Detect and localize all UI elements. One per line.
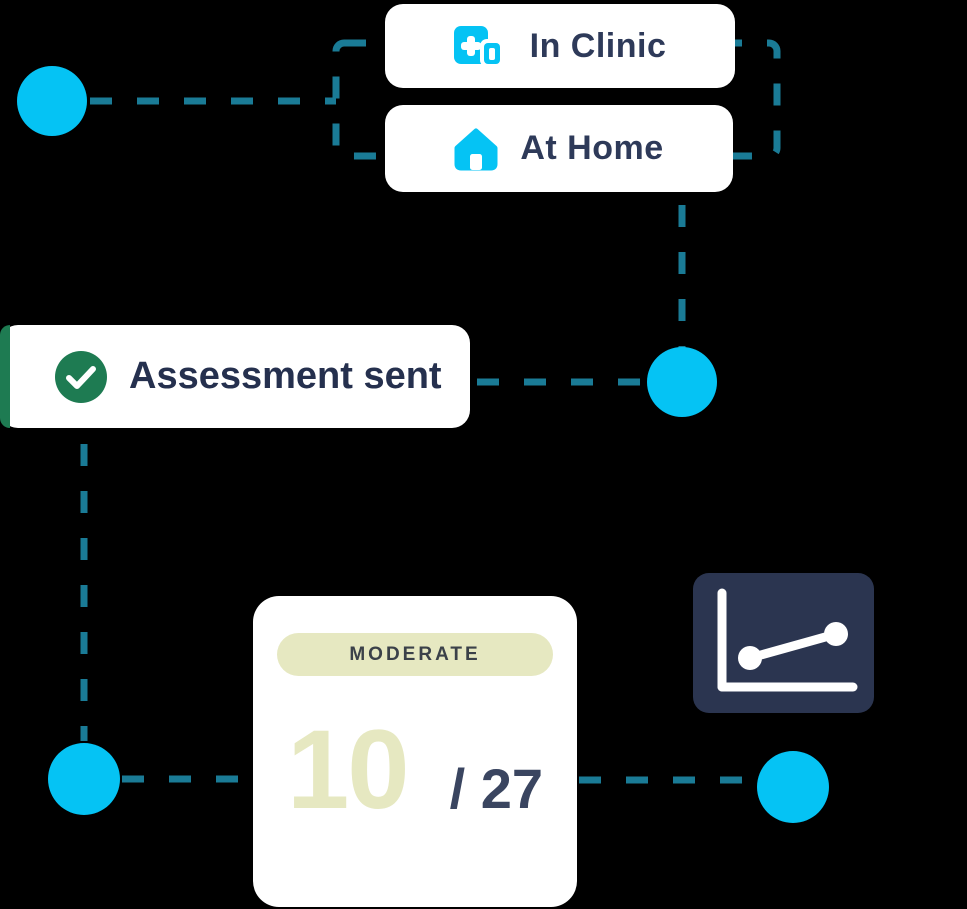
assessment-sent-card: Assessment sent: [0, 325, 470, 428]
home-icon: [454, 128, 498, 170]
score-value: 10: [287, 707, 410, 832]
score-row: 10 / 27: [253, 714, 577, 826]
in-clinic-card: In Clinic: [385, 4, 735, 88]
score-denominator: / 27: [449, 757, 543, 820]
assessment-sent-label: Assessment sent: [129, 355, 442, 397]
clinic-icon: [453, 25, 503, 67]
node-circle-mid: [647, 347, 717, 417]
node-circle-start: [17, 66, 87, 136]
node-circle-bottom-right: [757, 751, 829, 823]
at-home-label: At Home: [520, 129, 664, 167]
chart-card: [693, 573, 874, 713]
check-circle-icon: [55, 350, 107, 403]
severity-badge: MODERATE: [277, 633, 553, 676]
node-circle-bottom-left: [48, 743, 120, 815]
assessment-accent-stripe: [0, 325, 10, 428]
at-home-card: At Home: [385, 105, 733, 192]
line-chart-icon: [717, 588, 858, 692]
in-clinic-label: In Clinic: [529, 26, 667, 65]
score-card: MODERATE 10 / 27: [253, 596, 577, 907]
